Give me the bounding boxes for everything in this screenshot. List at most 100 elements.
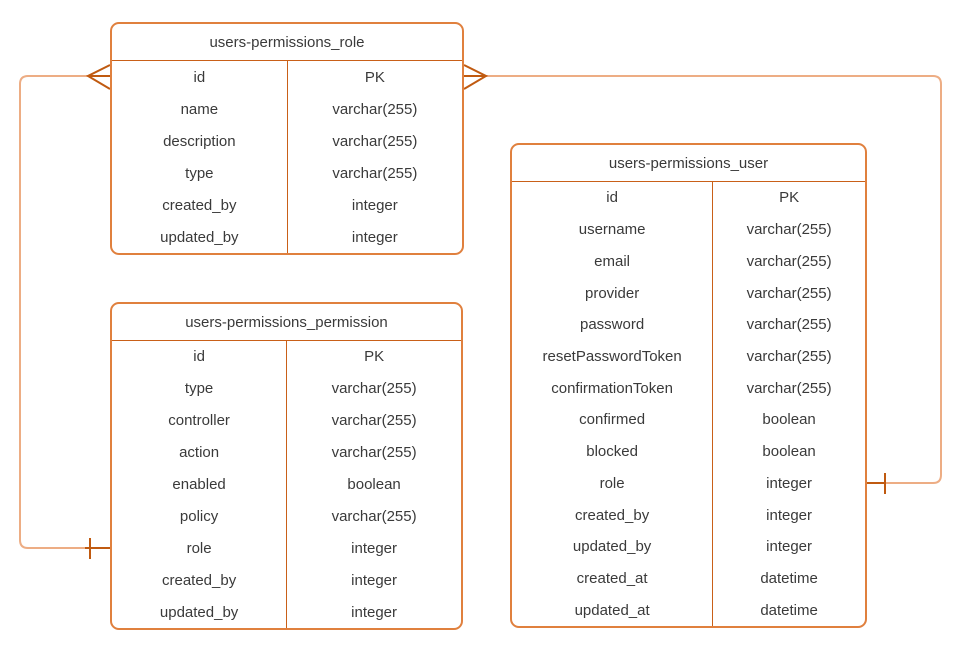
- field-type: PK: [364, 348, 385, 366]
- crow-foot-many-icon: [463, 64, 489, 90]
- field-type: varchar(255): [746, 284, 832, 302]
- field-name: role: [512, 467, 714, 500]
- connector-role-user: [486, 75, 942, 484]
- table-row: type varchar(255): [112, 157, 462, 189]
- field-type: varchar(255): [746, 347, 832, 365]
- table-row: created_by integer: [112, 564, 461, 597]
- field-name: id: [512, 182, 714, 214]
- field-type: integer: [766, 538, 813, 556]
- field-type: integer: [766, 506, 813, 524]
- entity-table-permission: users-permissions_permission id PK type …: [110, 302, 463, 630]
- field-type: varchar(255): [331, 380, 417, 398]
- field-type: boolean: [762, 443, 816, 461]
- field-name: resetPasswordToken: [512, 340, 714, 373]
- field-type: varchar(255): [746, 221, 832, 239]
- field-name: password: [512, 308, 714, 341]
- field-type: integer: [766, 474, 813, 492]
- field-type: datetime: [760, 569, 818, 587]
- table-row: updated_at datetime: [512, 594, 865, 627]
- table-row: created_at datetime: [512, 562, 865, 595]
- entity-table-user: users-permissions_user id PK username va…: [510, 143, 867, 628]
- field-type: integer: [351, 539, 398, 557]
- crow-foot-many-icon: [85, 64, 111, 90]
- field-type: varchar(255): [746, 379, 832, 397]
- table-row: role integer: [112, 532, 461, 565]
- field-type: PK: [364, 68, 385, 86]
- field-name: created_by: [512, 499, 714, 531]
- field-type: integer: [351, 228, 398, 246]
- table-rows: id PK username varchar(255) email varcha…: [512, 182, 865, 627]
- field-type: varchar(255): [746, 252, 832, 270]
- entity-table-role: users-permissions_role id PK name varcha…: [110, 22, 464, 255]
- field-name: provider: [512, 277, 714, 309]
- field-name: blocked: [512, 435, 714, 468]
- tick-one-icon: [866, 473, 886, 494]
- table-row: policy varchar(255): [112, 500, 461, 533]
- field-type: varchar(255): [331, 444, 417, 462]
- table-row: name varchar(255): [112, 93, 462, 125]
- table-row: updated_by integer: [112, 221, 462, 253]
- field-name: enabled: [112, 468, 288, 501]
- table-row: action varchar(255): [112, 436, 461, 469]
- field-name: confirmed: [512, 404, 714, 436]
- table-row: username varchar(255): [512, 213, 865, 246]
- field-type: integer: [351, 603, 398, 621]
- table-row: resetPasswordToken varchar(255): [512, 340, 865, 373]
- field-name: confirmationToken: [512, 372, 714, 405]
- table-row: confirmed boolean: [512, 404, 865, 436]
- table-row: controller varchar(255): [112, 404, 461, 437]
- table-row: provider varchar(255): [512, 277, 865, 309]
- table-row: updated_by integer: [512, 530, 865, 563]
- field-type: varchar(255): [332, 164, 418, 182]
- field-name: name: [112, 93, 288, 125]
- table-row: created_by integer: [512, 499, 865, 531]
- field-name: description: [112, 125, 288, 157]
- table-title: users-permissions_role: [112, 24, 462, 61]
- field-name: created_by: [112, 564, 288, 597]
- field-name: updated_by: [112, 596, 288, 629]
- field-type: datetime: [760, 601, 818, 619]
- field-type: boolean: [347, 476, 401, 493]
- table-row: created_by integer: [112, 189, 462, 221]
- table-row: type varchar(255): [112, 372, 461, 405]
- field-type: integer: [351, 196, 398, 214]
- field-name: id: [112, 341, 288, 373]
- field-name: controller: [112, 404, 288, 437]
- table-rows: id PK type varchar(255) controller varch…: [112, 341, 461, 629]
- tick-one-icon: [85, 538, 110, 559]
- table-row: role integer: [512, 467, 865, 500]
- field-name: username: [512, 213, 714, 246]
- field-name: action: [112, 436, 288, 469]
- field-type: PK: [779, 189, 800, 207]
- field-type: varchar(255): [332, 132, 418, 150]
- field-name: policy: [112, 500, 288, 533]
- table-rows: id PK name varchar(255) description varc…: [112, 61, 462, 253]
- table-row: blocked boolean: [512, 435, 865, 468]
- table-title: users-permissions_permission: [112, 304, 461, 341]
- table-row: id PK: [112, 61, 462, 93]
- field-type: varchar(255): [332, 100, 418, 118]
- field-name: updated_by: [512, 530, 714, 563]
- field-name: updated_at: [512, 594, 714, 627]
- field-type: varchar(255): [331, 412, 417, 430]
- table-row: email varchar(255): [512, 245, 865, 278]
- table-row: id PK: [112, 341, 461, 373]
- table-title: users-permissions_user: [512, 145, 865, 182]
- field-name: created_at: [512, 562, 714, 595]
- field-type: boolean: [762, 411, 816, 429]
- field-name: id: [112, 61, 288, 93]
- field-name: updated_by: [112, 221, 288, 253]
- field-name: created_by: [112, 189, 288, 221]
- table-row: id PK: [512, 182, 865, 214]
- table-row: password varchar(255): [512, 308, 865, 341]
- field-type: varchar(255): [746, 316, 832, 334]
- table-row: enabled boolean: [112, 468, 461, 501]
- field-name: email: [512, 245, 714, 278]
- field-name: role: [112, 532, 288, 565]
- field-name: type: [112, 372, 288, 405]
- table-row: updated_by integer: [112, 596, 461, 629]
- field-name: type: [112, 157, 288, 189]
- field-type: varchar(255): [331, 507, 417, 525]
